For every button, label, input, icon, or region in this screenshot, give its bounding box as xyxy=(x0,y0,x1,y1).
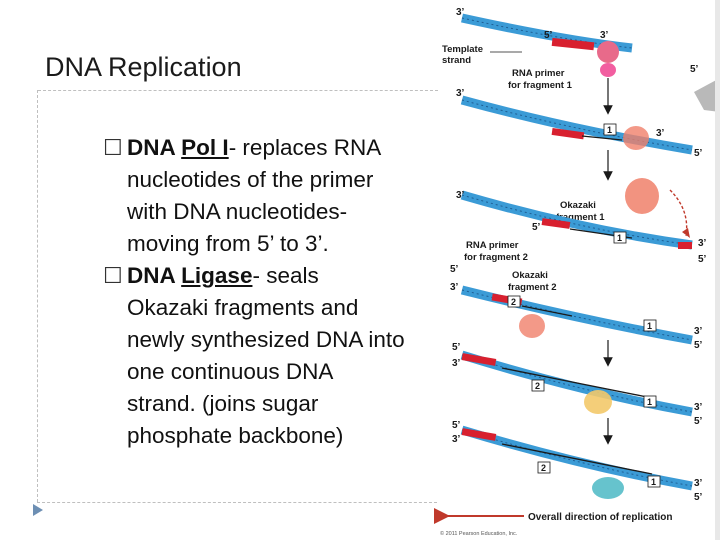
bullet-dna-pol-i: ☐ DNA Pol I- replaces RNA nucleotides of… xyxy=(103,132,406,260)
okazaki-fragment-label: fragment 2 xyxy=(508,282,557,293)
stage4-strand xyxy=(460,285,693,345)
okazaki-fragment-label: Okazaki xyxy=(512,270,548,281)
primase-enzyme xyxy=(597,41,619,63)
end-label: 5’ xyxy=(694,340,703,351)
end-label: 3’ xyxy=(452,434,461,445)
end-label: 5’ xyxy=(690,64,699,75)
end-label: 3’ xyxy=(456,190,465,201)
end-label: 3’ xyxy=(656,128,665,139)
play-arrow-icon[interactable] xyxy=(32,503,44,517)
end-label: 3’ xyxy=(452,358,461,369)
fragment-number-badge xyxy=(613,231,627,244)
stage5-strand xyxy=(460,350,693,417)
fragment-number-badge xyxy=(647,475,661,488)
stage6-strand xyxy=(460,425,693,491)
okazaki-fragment-label: fragment 1 xyxy=(556,212,605,223)
bullet-term-underlined: Ligase xyxy=(181,263,253,288)
released-enzyme xyxy=(625,178,659,214)
fragment-number-badge xyxy=(643,319,657,332)
end-label: 5’ xyxy=(532,222,541,233)
bottom-guide-line xyxy=(37,502,437,503)
rna-primer-label: RNA primer xyxy=(512,68,565,79)
end-label: 3’ xyxy=(694,402,703,413)
dna-pol-iii-enzyme xyxy=(623,126,649,150)
end-label: 3’ xyxy=(698,238,707,249)
fragment-number: 2 xyxy=(511,297,516,307)
stage3-strand xyxy=(460,190,693,250)
rna-primer-label: for fragment 2 xyxy=(464,252,528,263)
slide-title: DNA Replication xyxy=(45,52,242,82)
fragment-number-badge xyxy=(537,461,551,474)
fragment-number-badge xyxy=(643,395,657,408)
end-label: 5’ xyxy=(694,416,703,427)
end-label: 3’ xyxy=(450,282,459,293)
end-label: 3’ xyxy=(456,88,465,99)
bullet-dna-ligase: ☐ DNA Ligase- seals Okazaki fragments an… xyxy=(103,260,406,452)
dna-pol-i-enzyme xyxy=(584,390,612,414)
copyright-text: © 2011 Pearson Education, Inc. xyxy=(440,530,518,537)
bullet-term-underlined: Pol I xyxy=(181,135,229,160)
fragment-number: 1 xyxy=(651,477,656,487)
stage2-strand xyxy=(460,95,693,155)
fragment-number: 2 xyxy=(535,381,540,391)
dna-ligase-enzyme xyxy=(592,477,624,499)
slide-decoration-shape xyxy=(694,78,720,112)
fragment-number: 2 xyxy=(541,463,546,473)
bullet-text: - replaces RNA nucleotides of the primer… xyxy=(127,135,380,256)
dna-replication-figure: 3’ 5’ 3’ 5’ Template strand RNA primer f… xyxy=(434,0,720,540)
dna-pol-iii-enzyme xyxy=(519,314,545,338)
fragment-number: 1 xyxy=(647,321,652,331)
fragment-number-badge xyxy=(507,295,521,308)
title-divider xyxy=(38,90,438,91)
checkbox-bullet-icon: ☐ xyxy=(103,263,123,288)
end-label: 5’ xyxy=(694,492,703,503)
template-strand-label: Template xyxy=(442,44,483,55)
bullet-text: - seals Okazaki fragments and newly synt… xyxy=(127,263,405,448)
end-label: 3’ xyxy=(694,478,703,489)
end-label: 5’ xyxy=(698,254,707,265)
template-strand-label: strand xyxy=(442,55,471,66)
left-guide-line xyxy=(37,90,38,502)
end-label: 5’ xyxy=(452,420,461,431)
fragment-number-badge xyxy=(531,379,545,392)
end-label: 3’ xyxy=(456,7,465,18)
end-label: 5’ xyxy=(544,30,553,41)
end-label: 5’ xyxy=(694,148,703,159)
overall-direction-label: Overall direction of replication xyxy=(528,512,672,523)
bullet-list: ☐ DNA Pol I- replaces RNA nucleotides of… xyxy=(103,132,406,452)
fragment-number: 1 xyxy=(617,233,622,243)
okazaki-fragment-label: Okazaki xyxy=(560,200,596,211)
end-label: 3’ xyxy=(694,326,703,337)
fragment-number-badge xyxy=(603,123,617,136)
end-label: 5’ xyxy=(450,264,459,275)
rna-primer-label: RNA primer xyxy=(466,240,519,251)
fragment-number: 1 xyxy=(647,397,652,407)
checkbox-bullet-icon: ☐ xyxy=(103,135,123,160)
bullet-term-prefix: DNA xyxy=(127,135,182,160)
rna-primer-label: for fragment 1 xyxy=(508,80,573,91)
fragment-number: 1 xyxy=(607,125,612,135)
end-label: 5’ xyxy=(452,342,461,353)
end-label: 3’ xyxy=(600,30,609,41)
bullet-term-prefix: DNA xyxy=(127,263,182,288)
